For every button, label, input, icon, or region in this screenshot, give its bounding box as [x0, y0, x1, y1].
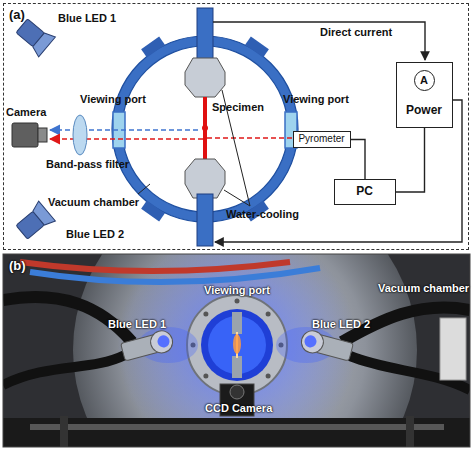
current-wire: [213, 22, 425, 60]
water-cooled-clamp: [185, 159, 225, 198]
specimen-spot: [202, 125, 208, 131]
box-label: PC: [335, 180, 394, 203]
electrode-bottom: [197, 194, 213, 246]
led-lamp: [299, 328, 354, 362]
box-label: Pyrometer: [294, 132, 349, 146]
ammeter-symbol: A: [415, 71, 433, 89]
port-window: [201, 309, 273, 381]
panel-letter: (a): [9, 7, 25, 22]
component-label: Viewing port: [283, 93, 349, 106]
electrode-photo: [232, 312, 242, 334]
signal-label: Direct current: [320, 26, 392, 39]
ammeter-circle: A: [414, 70, 435, 91]
chamber-flange: [141, 201, 165, 222]
band-pass-filter: [73, 115, 87, 155]
panel-letter: (b): [9, 259, 26, 272]
component-label: Vacuum chamber: [48, 196, 139, 209]
bolt: [203, 311, 208, 316]
port-flange: [187, 295, 287, 395]
signal-wire: [396, 128, 425, 192]
camera-lens: [230, 385, 244, 399]
lamp-lens: [303, 334, 318, 349]
pc-box: PC: [334, 179, 396, 205]
component-label: Camera: [6, 106, 46, 119]
chamber-flange: [245, 37, 269, 58]
chamber-flange: [141, 37, 165, 58]
chamber-inline: [122, 46, 288, 212]
photo-label: Vacuum chamber: [378, 282, 469, 295]
component-label: Water-cooling: [226, 208, 299, 221]
photo-label: Blue LED 1: [108, 318, 166, 331]
component-label: Viewing port: [80, 93, 146, 106]
electrode-top: [197, 8, 213, 64]
hot-specimen: [233, 334, 241, 354]
component-label: Band-pass filter: [46, 158, 129, 171]
hose: [30, 268, 320, 282]
leader-line: [138, 184, 150, 194]
led-head: [30, 30, 55, 57]
led-lamp: [120, 328, 175, 362]
power-supply-box: Power A: [396, 62, 453, 128]
photo-frame: [3, 254, 470, 447]
chamber-wall: [117, 41, 293, 217]
signal-wire: [351, 140, 365, 180]
rail-post: [60, 416, 68, 447]
bolt: [266, 311, 271, 316]
photo: [3, 254, 470, 447]
specimen: [203, 97, 207, 159]
bolt: [266, 374, 271, 379]
pyrometer-box: Pyrometer: [293, 131, 351, 148]
camera-lens: [38, 128, 47, 142]
component-label: Blue LED 2: [66, 228, 124, 241]
electrode-photo: [232, 356, 242, 378]
box-label: Power: [397, 103, 451, 117]
component-label: Specimen: [212, 101, 264, 114]
rail-bar: [30, 424, 444, 430]
lamp-lens: [156, 334, 171, 349]
hose: [20, 262, 290, 271]
lamp-head: [148, 328, 175, 355]
photo-label: Viewing port: [204, 284, 270, 297]
camera-body: [12, 123, 38, 147]
wall-box: [440, 318, 466, 380]
photo-label: CCD Camera: [205, 402, 272, 415]
bolt: [203, 374, 208, 379]
rail-post: [406, 416, 414, 447]
water-cooled-clamp: [185, 58, 225, 97]
pyrometer-path: [207, 137, 292, 139]
photo-label: Blue LED 2: [312, 318, 370, 331]
component-label: Blue LED 1: [58, 12, 116, 25]
optical-rail: [3, 418, 470, 447]
lamp-head: [299, 328, 326, 355]
light-path: [50, 129, 198, 131]
leader-line: [224, 190, 250, 206]
bolt: [235, 299, 240, 304]
cable: [3, 355, 125, 385]
